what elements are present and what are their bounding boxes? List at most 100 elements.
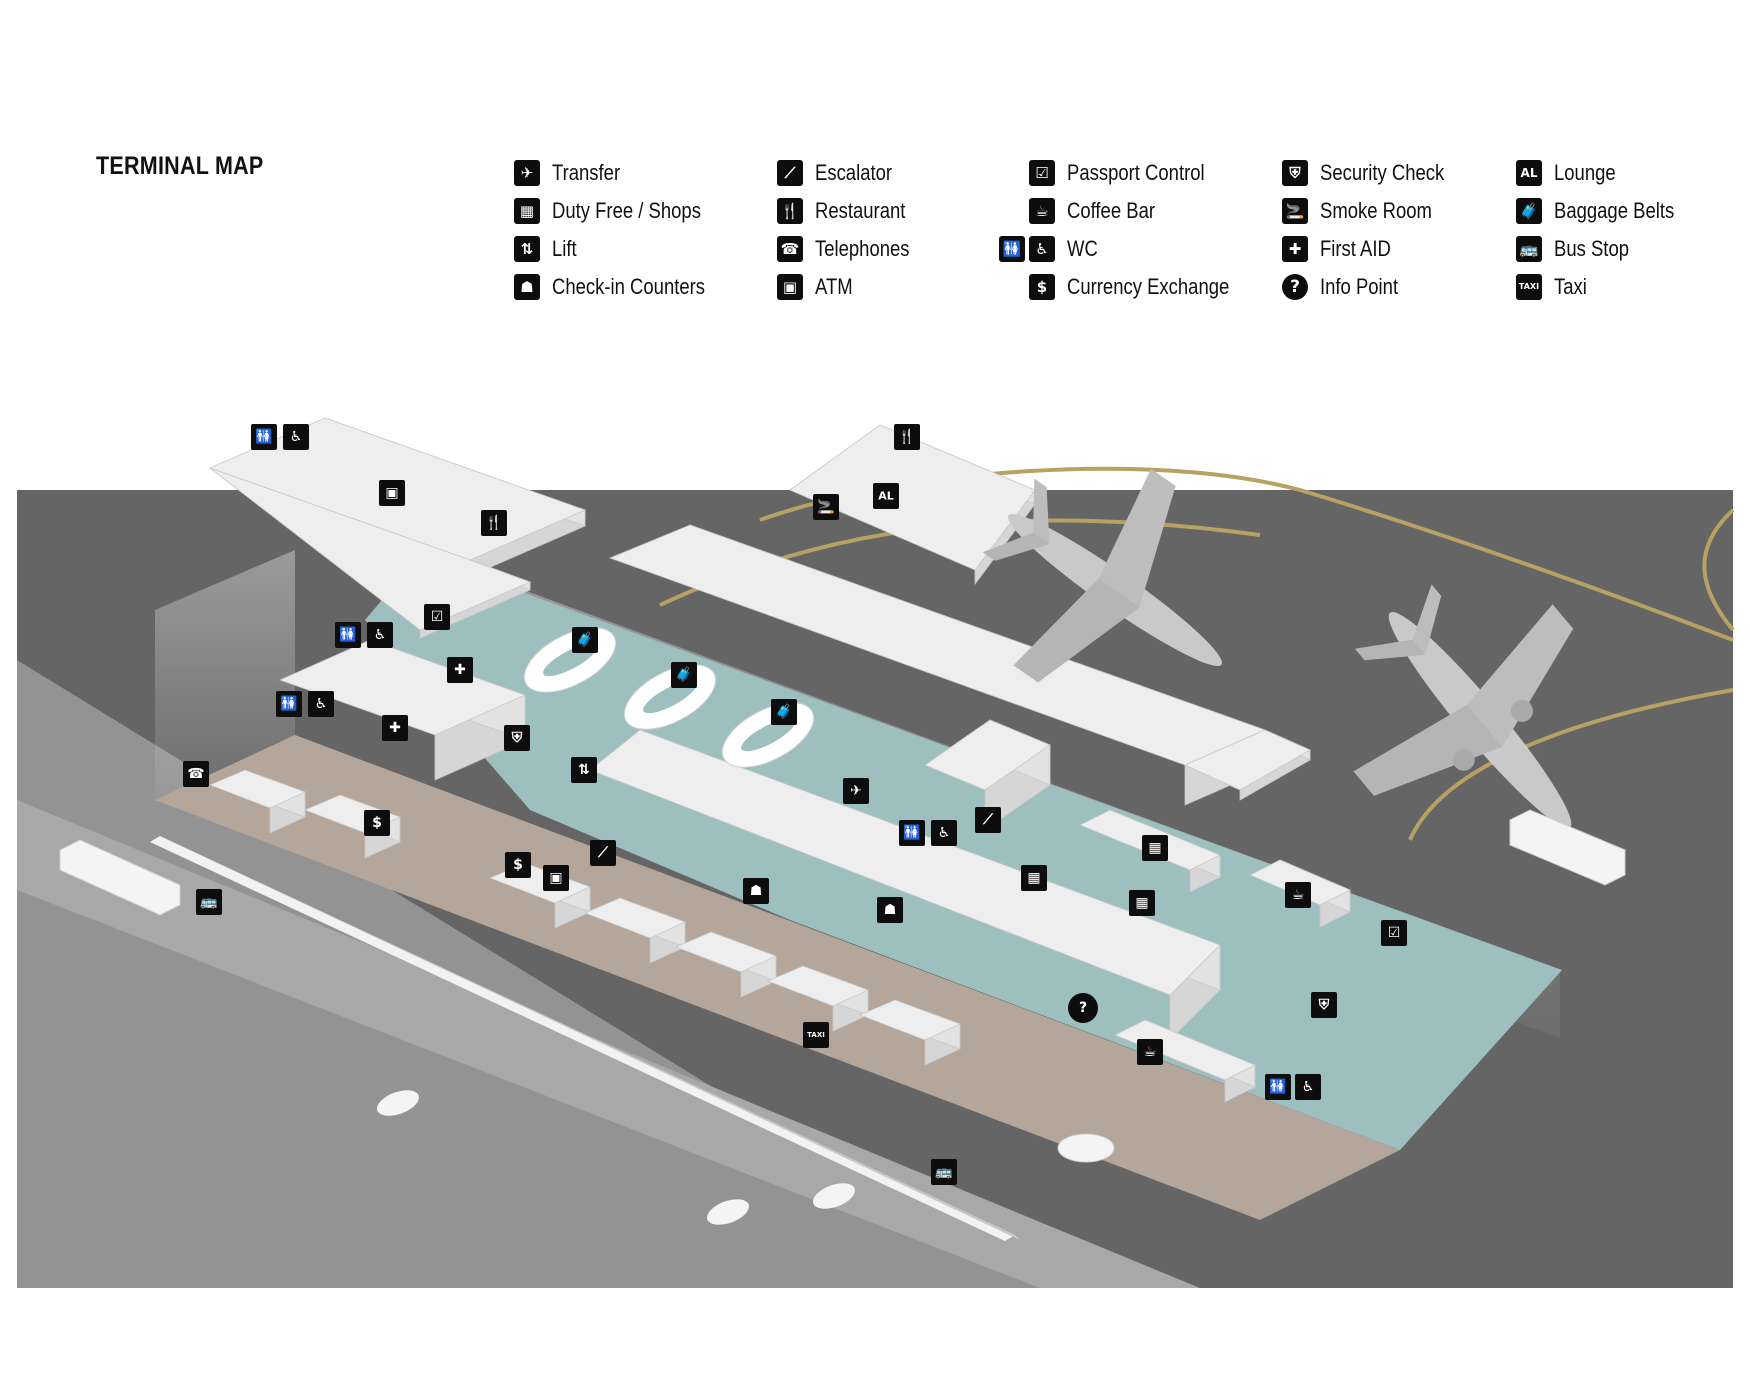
legend-item-duty-free-shops: ▦Duty Free / Shops [514,196,729,226]
info-question-icon[interactable]: ? [1068,993,1098,1023]
legend-label: Info Point [1320,274,1399,299]
currency-exchange-icon: $ [1029,274,1055,300]
shopping-bags-icon[interactable]: ▦ [1021,865,1047,891]
fork-knife-icon[interactable]: 🍴 [481,510,507,536]
svg-text:?: ? [1079,1000,1087,1016]
security-check-icon[interactable]: ⛨ [504,725,530,751]
bus-icon[interactable]: 🚌 [931,1159,957,1185]
check-in-icon[interactable]: ☗ [877,897,903,923]
legend-item-passport-control: ☑Passport Control [1029,158,1231,188]
baggage-icon[interactable]: 🧳 [771,699,797,725]
landside-block [278,639,527,781]
legend-label: Currency Exchange [1067,274,1230,299]
legend-icons: ⛨ [1282,160,1308,186]
shopping-bags-icon[interactable]: ▦ [1142,835,1168,861]
restroom-icon[interactable]: 🚻 [276,691,302,717]
restroom-icon: 🚻 [999,236,1025,262]
restroom-icon[interactable]: 🚻 [1265,1074,1291,1100]
lounge-icon[interactable]: AL [873,483,899,509]
first-aid-icon[interactable]: ✚ [382,715,408,741]
car [706,1199,750,1225]
coffee-cup-icon[interactable]: ☕ [1285,882,1311,908]
svg-text:🚬: 🚬 [817,498,834,515]
road-light [17,800,1200,1288]
svg-text:🚌: 🚌 [200,894,218,910]
telephone-icon[interactable]: ☎ [183,761,209,787]
svg-text:$: $ [513,857,523,873]
wheelchair-icon[interactable]: ♿ [367,622,393,648]
restroom-icon[interactable]: 🚻 [899,820,925,846]
terminal-map[interactable]: 🚻♿▣🍴🍴🚬AL☑🚻♿✚🚻♿✚🧳🧳🧳⛨☎⇅$✈⟋⟋🚻♿▦☗$▣☗▦▦☕☑🚌⛨?T… [0,330,1750,1400]
first-aid-icon[interactable]: ✚ [447,657,473,683]
bus-icon[interactable]: 🚌 [196,889,222,915]
passport-control-icon[interactable]: ☑ [424,604,450,630]
wheelchair-icon[interactable]: ♿ [1295,1074,1321,1100]
svg-text:▣: ▣ [549,870,562,886]
svg-text:🧳: 🧳 [675,666,692,683]
bus [1509,809,1626,886]
svg-text:▦: ▦ [1135,895,1148,911]
svg-text:$: $ [372,815,382,831]
taxi-icon[interactable]: TAXI [803,1022,829,1048]
coffee-cup-icon[interactable]: ☕ [1137,1039,1163,1065]
svg-text:AL: AL [878,490,894,503]
atm-icon: ▣ [777,274,803,300]
escalator-icon[interactable]: ⟋ [590,840,616,866]
shopping-bags-icon[interactable]: ▦ [1129,890,1155,916]
bridge-block [924,719,1051,831]
passport-control-icon[interactable]: ☑ [1381,920,1407,946]
baggage-icon[interactable]: 🧳 [572,627,598,653]
wheelchair-icon[interactable]: ♿ [308,691,334,717]
legend-label: ATM [815,274,853,299]
wheelchair-icon[interactable]: ♿ [931,820,957,846]
svg-text:TAXI: TAXI [807,1031,825,1039]
security-check-icon[interactable]: ⛨ [1311,992,1337,1018]
svg-text:♿: ♿ [315,696,328,712]
lift-icon[interactable]: ⇅ [571,757,597,783]
svg-text:🚌: 🚌 [935,1164,953,1180]
cigarette-icon[interactable]: 🚬 [813,494,839,520]
security-check-icon: ⛨ [1282,160,1308,186]
baggage-icon[interactable]: 🧳 [671,662,697,688]
road-median-shadow [160,836,1020,1240]
transfer-icon[interactable]: ✈ [843,778,869,804]
restroom-icon[interactable]: 🚻 [335,622,361,648]
svg-text:🍴: 🍴 [485,514,502,531]
bus-icon: 🚌 [1516,236,1542,262]
legend-label: Escalator [815,160,893,185]
baggage-belt [741,718,795,752]
legend-icons: ✚ [1282,236,1308,262]
road-median [150,836,1015,1241]
wheelchair-icon[interactable]: ♿ [283,424,309,450]
page-title: TERMINAL MAP [96,152,264,180]
map-markers[interactable]: 🚻♿▣🍴🍴🚬AL☑🚻♿✚🚻♿✚🧳🧳🧳⛨☎⇅$✈⟋⟋🚻♿▦☗$▣☗▦▦☕☑🚌⛨?T… [183,424,1407,1185]
legend-icons: 🚌 [1516,236,1542,262]
legend-icons: AL [1516,160,1542,186]
info-question-icon: ? [1282,274,1308,300]
check-in-desk [674,931,778,998]
svg-text:🚻: 🚻 [280,695,297,712]
legend-item-bus-stop: 🚌Bus Stop [1516,234,1643,264]
legend-label: Taxi [1554,274,1587,299]
legend-icons: ✈ [514,160,540,186]
info-point-desk [1057,1133,1115,1163]
svg-text:☕: ☕ [1292,887,1305,903]
check-in-desk [208,769,307,834]
atm-icon[interactable]: ▣ [543,865,569,891]
svg-text:✈: ✈ [850,783,862,799]
fork-knife-icon[interactable]: 🍴 [894,424,920,450]
legend-label: Restaurant [815,198,906,223]
svg-text:⟋: ⟋ [982,812,994,828]
atm-icon[interactable]: ▣ [379,480,405,506]
check-in-icon[interactable]: ☗ [743,878,769,904]
currency-exchange-icon[interactable]: $ [364,810,390,836]
svg-text:🍴: 🍴 [898,428,915,445]
svg-text:🚻: 🚻 [339,626,356,643]
restroom-icon[interactable]: 🚻 [251,424,277,450]
glass-facade [155,550,295,800]
currency-exchange-icon[interactable]: $ [505,852,531,878]
svg-text:✚: ✚ [454,662,466,678]
escalator-icon[interactable]: ⟋ [975,807,1001,833]
telephone-icon: ☎ [777,236,803,262]
